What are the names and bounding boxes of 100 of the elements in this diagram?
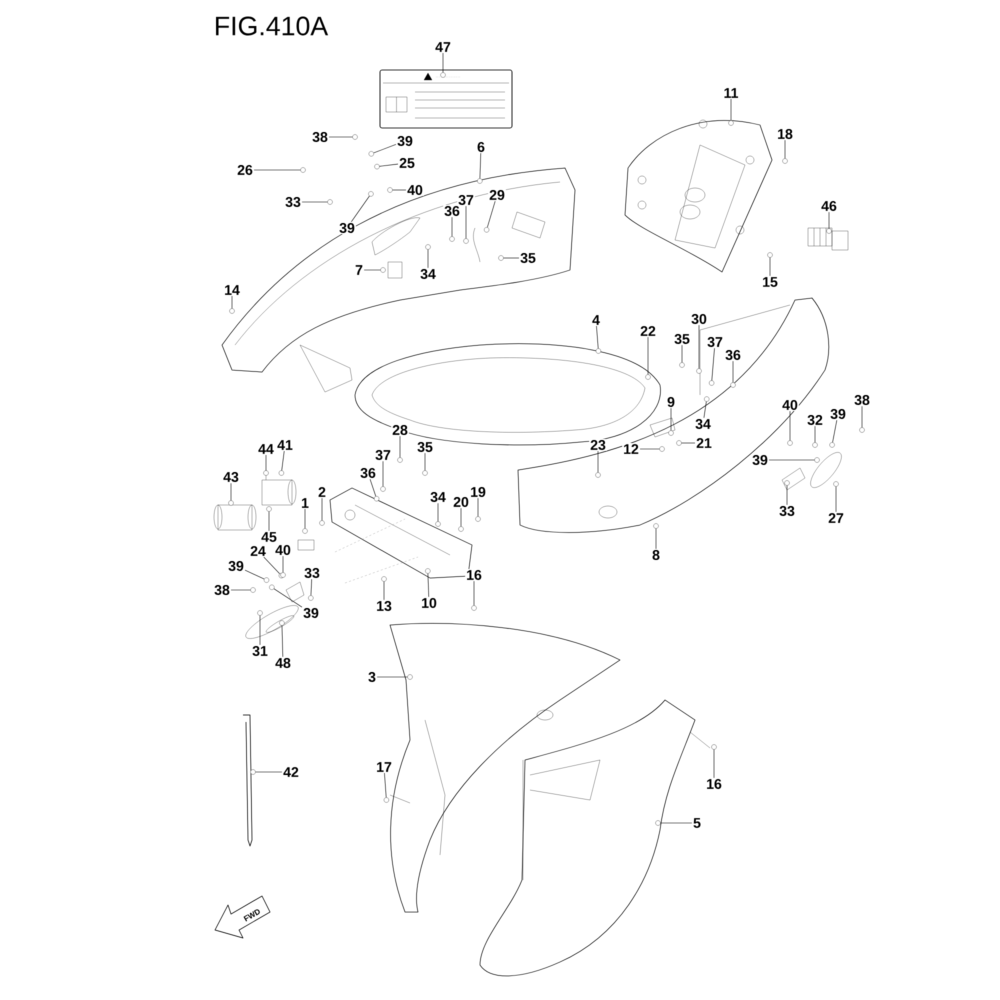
leader-line bbox=[832, 420, 838, 443]
callout-number: 34 bbox=[694, 418, 712, 430]
fastener bbox=[380, 267, 386, 273]
fastener bbox=[595, 472, 601, 478]
callout-number: 44 bbox=[257, 443, 275, 455]
fastener bbox=[668, 430, 674, 436]
fastener bbox=[784, 480, 790, 486]
fastener bbox=[782, 158, 788, 164]
callout-number: 24 bbox=[249, 545, 267, 557]
callout-number: 7 bbox=[354, 264, 364, 276]
fastener bbox=[826, 228, 832, 234]
fastener bbox=[645, 374, 651, 380]
callout-number: 34 bbox=[429, 490, 447, 504]
leader-line bbox=[370, 478, 376, 497]
leader-line bbox=[304, 508, 306, 529]
callout-number: 41 bbox=[276, 439, 294, 451]
fastener bbox=[728, 120, 734, 126]
fastener bbox=[484, 227, 490, 232]
fastener bbox=[471, 605, 477, 611]
fastener bbox=[425, 244, 431, 250]
callout-number: 22 bbox=[639, 325, 657, 337]
callout-number: 34 bbox=[419, 268, 437, 280]
fastener bbox=[368, 151, 374, 156]
fastener bbox=[709, 380, 714, 386]
leader-line bbox=[230, 482, 232, 501]
fastener bbox=[814, 457, 820, 463]
callout-number: 33 bbox=[284, 196, 302, 208]
callout-number: 33 bbox=[778, 504, 796, 518]
leader-line bbox=[704, 401, 707, 418]
fastener bbox=[263, 470, 269, 476]
fastener bbox=[380, 486, 386, 492]
callout-number: 29 bbox=[488, 188, 506, 202]
fastener bbox=[257, 610, 263, 616]
fastener bbox=[704, 396, 710, 402]
leader-line bbox=[281, 450, 284, 471]
callout-number: 11 bbox=[722, 87, 740, 99]
callout-number: 13 bbox=[375, 600, 393, 612]
fastener bbox=[302, 528, 308, 534]
leader-line bbox=[784, 140, 786, 159]
leader-line bbox=[480, 152, 482, 179]
callout-number: 16 bbox=[705, 778, 723, 790]
fastener bbox=[279, 620, 284, 626]
callout-number: 37 bbox=[706, 336, 724, 348]
callout-number: 6 bbox=[476, 140, 486, 154]
leader-line bbox=[670, 408, 672, 431]
leader-line bbox=[373, 144, 396, 154]
callout-number: 12 bbox=[622, 443, 640, 455]
fastener bbox=[655, 820, 661, 826]
fastener bbox=[381, 576, 387, 582]
leader-line bbox=[428, 573, 430, 598]
callout-number: 4 bbox=[591, 314, 601, 326]
callout-number: 43 bbox=[222, 470, 240, 484]
callout-number: 1 bbox=[300, 497, 310, 509]
callout-number: 28 bbox=[391, 424, 409, 436]
fastener bbox=[475, 516, 481, 522]
callout-number: 48 bbox=[274, 656, 292, 670]
callout-number: 35 bbox=[519, 252, 537, 264]
fastener bbox=[422, 470, 428, 476]
callout-number: 39 bbox=[396, 134, 414, 148]
leader-line bbox=[660, 822, 692, 824]
leader-line bbox=[596, 326, 598, 349]
callout-number: 45 bbox=[260, 531, 278, 543]
fastener bbox=[368, 191, 374, 196]
leader-line bbox=[376, 676, 408, 678]
leader-line bbox=[351, 196, 370, 222]
leader-line bbox=[282, 625, 284, 658]
callout-number: 2 bbox=[317, 486, 327, 498]
callout-number: 39 bbox=[829, 408, 847, 420]
leader-line bbox=[814, 426, 816, 443]
fastener bbox=[767, 252, 773, 258]
callout-number: 26 bbox=[236, 164, 254, 176]
leader-line bbox=[268, 511, 270, 532]
fastener bbox=[859, 427, 865, 433]
leader-line bbox=[282, 556, 284, 573]
callout-number: 36 bbox=[443, 204, 461, 218]
fastener bbox=[653, 523, 659, 529]
callout-number: 36 bbox=[359, 466, 377, 480]
fastener bbox=[300, 167, 306, 173]
fastener bbox=[435, 521, 441, 527]
fastener bbox=[250, 587, 256, 593]
callout-number: 35 bbox=[416, 440, 434, 454]
fastener bbox=[449, 236, 455, 242]
leader-line bbox=[786, 485, 788, 506]
leader-line bbox=[712, 348, 715, 381]
fastener bbox=[830, 442, 835, 448]
callout-number: 40 bbox=[274, 544, 292, 556]
callout-number: 16 bbox=[465, 568, 483, 582]
fastener bbox=[308, 595, 314, 601]
leader-line bbox=[310, 578, 312, 596]
fastener bbox=[440, 72, 446, 78]
leader-line bbox=[274, 588, 302, 608]
fastener bbox=[498, 255, 504, 261]
leader-line bbox=[828, 212, 830, 229]
fastener bbox=[477, 178, 482, 184]
callout-number: 39 bbox=[302, 606, 320, 620]
callout-number: 31 bbox=[251, 644, 269, 658]
fastener bbox=[266, 506, 272, 512]
fastener bbox=[397, 457, 403, 463]
figure-title: FIG.410A bbox=[216, 16, 328, 36]
fastener bbox=[458, 526, 464, 532]
